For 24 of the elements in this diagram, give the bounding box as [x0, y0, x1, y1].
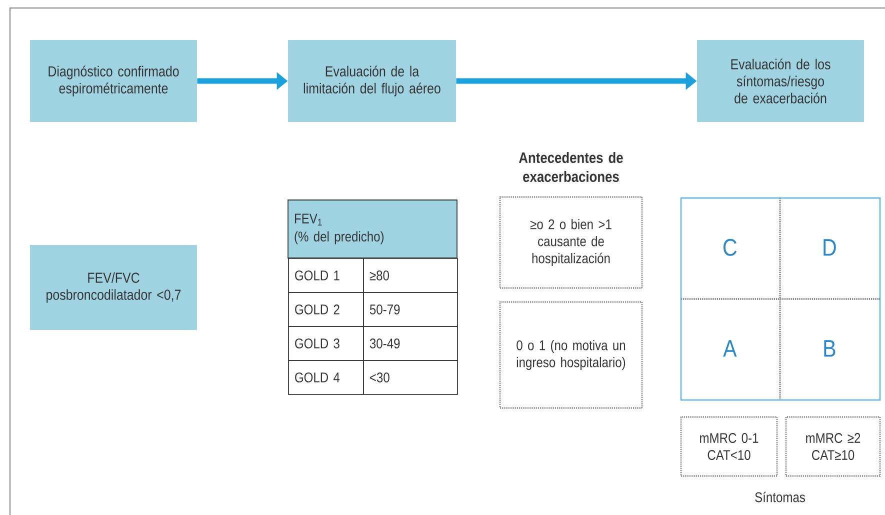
table-cell: GOLD 3: [288, 326, 364, 361]
section-heading: Antecedentes de exacerbaciones: [519, 152, 623, 182]
table-cell: 30-49: [363, 326, 458, 361]
process-box: Evaluación de los síntomas/riesgo de exacerbación: [697, 40, 864, 122]
table-header: FEV$_{1}$ (% del predicho): [288, 200, 458, 258]
process-box: Diagnóstico confirmado espirométricamente: [30, 40, 197, 122]
table-cell: 50-79: [363, 292, 458, 327]
axis-label: Síntomas: [755, 492, 805, 502]
table-cell: GOLD 2: [288, 292, 364, 327]
quadrant-grid: [680, 197, 881, 401]
quadrant-letter: A: [723, 340, 737, 357]
dotted-box: ≥o 2 o bien >1 causante de hospitalización: [500, 196, 642, 288]
table-cell: ≥80: [363, 258, 458, 293]
dotted-box: mMRC ≥2 CAT≥10: [786, 416, 880, 476]
dotted-box: 0 o 1 (no motiva un ingreso hospitalario): [500, 302, 642, 408]
table-cell: <30: [363, 360, 458, 395]
dotted-box: mMRC 0-1 CAT<10: [680, 416, 778, 476]
table-cell: GOLD 1: [288, 258, 364, 293]
table-cell: GOLD 4: [288, 360, 364, 395]
quadrant-letter: B: [824, 340, 836, 357]
process-box: FEV/FVC posbroncodilatador <0,7: [30, 245, 197, 330]
process-box: Evaluación de la limitación del flujo aéreo: [288, 40, 456, 122]
quadrant-letter: D: [824, 239, 836, 256]
quadrant-letter: C: [724, 238, 737, 256]
